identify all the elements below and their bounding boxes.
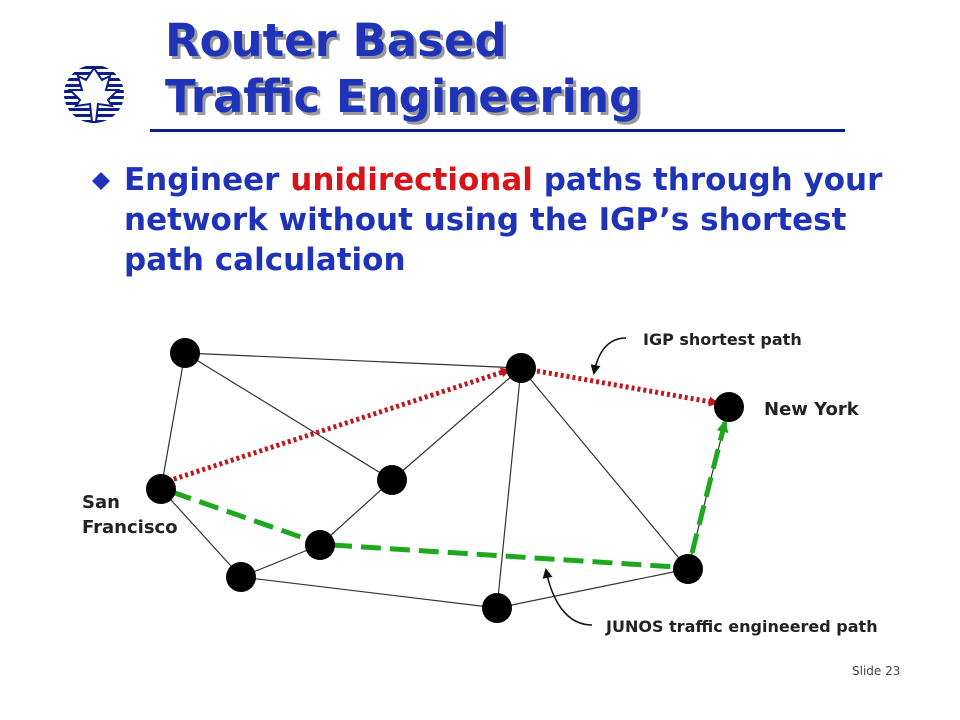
link [319, 479, 393, 546]
san-francisco-label-line2: Francisco [82, 517, 178, 538]
company-logo [64, 65, 124, 123]
router-node-san-francisco [146, 474, 176, 504]
junos-callout-leader [542, 568, 593, 626]
bullet-text-before: Engineer [124, 162, 291, 198]
san-francisco-label-line1: San [82, 492, 120, 513]
title-rule [150, 129, 845, 132]
router-node [506, 353, 536, 383]
te-path-segment [171, 489, 313, 544]
slide-number: Slide 23 [852, 664, 901, 678]
link [160, 488, 242, 578]
link [240, 576, 498, 609]
junos-te-path-label: JUNOS traffic engineered path [606, 617, 878, 636]
igp-path-segment [167, 367, 511, 484]
router-node [482, 593, 512, 623]
igp-shortest-path-label: IGP shortest path [643, 330, 802, 349]
link [496, 568, 689, 609]
title-line-2: Traffic Engineering [165, 70, 642, 123]
router-node [673, 554, 703, 584]
link [520, 367, 689, 570]
router-node [226, 562, 256, 592]
title-line-1: Router Based [165, 14, 507, 67]
bullet-text-after: paths through your network without using… [124, 162, 883, 278]
igp-path-segment [536, 368, 719, 407]
link [184, 352, 393, 481]
router-node [305, 530, 335, 560]
san-francisco-label: San Francisco [82, 490, 178, 540]
link [160, 352, 186, 490]
router-node [377, 465, 407, 495]
router-node-new-york [714, 392, 744, 422]
link [496, 367, 522, 609]
router-node [170, 338, 200, 368]
te-path-segment [331, 542, 677, 570]
igp-callout-leader [590, 337, 627, 375]
new-york-label: New York [764, 399, 859, 420]
bullet-text: Engineer unidirectional paths through yo… [124, 160, 884, 280]
link [391, 367, 522, 481]
te-path-segment [689, 420, 729, 554]
link [184, 352, 522, 369]
bullet-diamond-icon [92, 172, 110, 190]
bullet-highlight: unidirectional [290, 162, 533, 198]
